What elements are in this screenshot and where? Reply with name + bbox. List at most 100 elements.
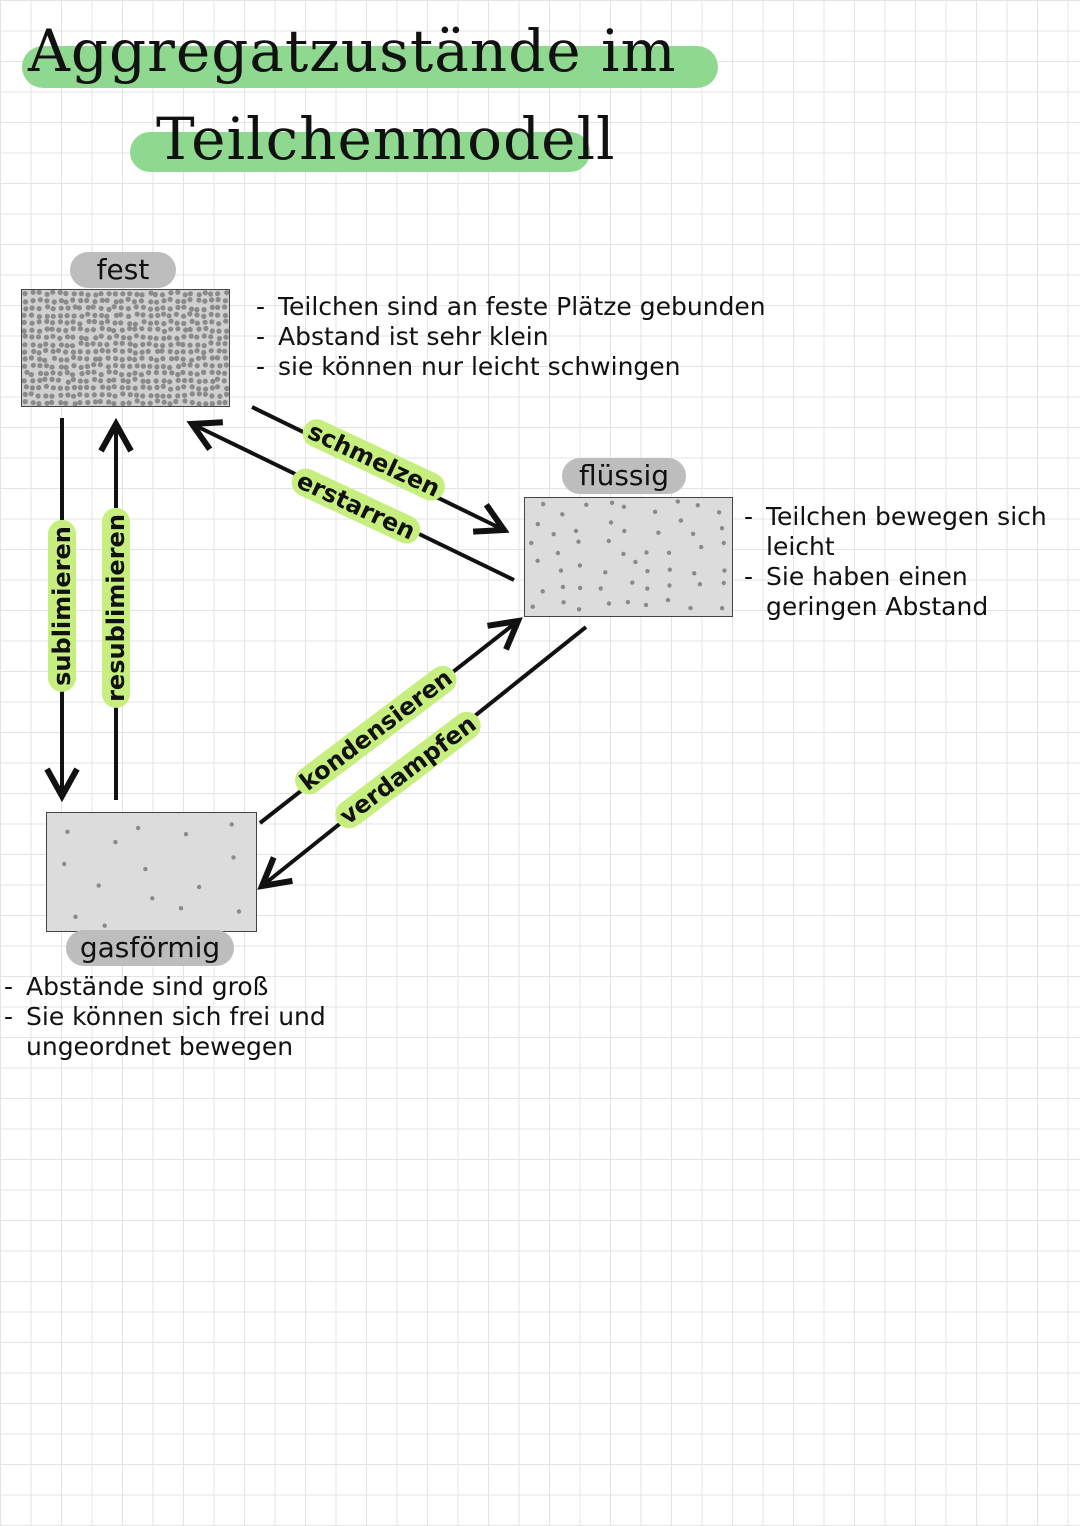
particle (174, 335, 180, 341)
particle (37, 377, 43, 383)
note-item: -Sie können sich frei und ungeordnet bew… (4, 1002, 326, 1061)
particle (196, 292, 202, 298)
particle (99, 347, 105, 354)
particle (70, 326, 76, 332)
particle (99, 297, 105, 303)
process-label-sublimieren: sublimieren (48, 520, 76, 692)
particle (140, 384, 146, 390)
particle (203, 386, 209, 392)
particle (126, 400, 132, 406)
particle (643, 602, 649, 608)
particle (118, 312, 124, 318)
particle (584, 502, 589, 507)
particle (540, 589, 545, 594)
particle (93, 348, 99, 355)
particle (215, 312, 221, 318)
particle (145, 378, 151, 384)
particle (126, 372, 132, 378)
particle (215, 341, 221, 347)
particle (71, 363, 77, 369)
particle (692, 571, 697, 576)
particle (127, 291, 133, 297)
particle (644, 550, 649, 555)
particle (187, 297, 193, 303)
particle (133, 304, 139, 310)
particle (98, 372, 104, 378)
note-item: -Teilchen bewegen sich leicht (744, 502, 1047, 561)
particle-box-fluessig (524, 497, 733, 617)
particle (609, 500, 615, 505)
particle (167, 296, 173, 303)
particle (147, 326, 153, 332)
particle (22, 328, 27, 334)
particle (43, 383, 49, 389)
particle (167, 401, 173, 406)
particle (145, 348, 151, 354)
state-label-fluessig: flüssig (562, 458, 686, 494)
particle (150, 896, 155, 901)
particle (45, 304, 51, 310)
particle (167, 306, 173, 312)
particle (69, 343, 76, 349)
particle (189, 318, 195, 324)
particle (22, 356, 28, 362)
particle (209, 319, 215, 325)
particle (112, 362, 119, 369)
particle (189, 391, 195, 397)
particle (104, 297, 110, 303)
particle (22, 333, 28, 339)
particle (196, 884, 202, 890)
particle (85, 369, 91, 376)
particle (603, 570, 608, 575)
particle (138, 372, 144, 378)
particle (111, 304, 117, 310)
particle (131, 299, 137, 305)
particle (84, 392, 90, 398)
particle (29, 327, 35, 333)
particle (63, 299, 69, 305)
particle (161, 335, 167, 341)
particle (139, 326, 145, 332)
particle (196, 326, 202, 332)
particle (194, 312, 200, 318)
particle (84, 341, 90, 347)
particle (175, 326, 181, 332)
particle (633, 559, 638, 565)
particle (111, 384, 117, 390)
particle (119, 327, 125, 333)
particle (201, 369, 207, 375)
particle (166, 393, 172, 399)
particle (106, 335, 113, 341)
particle (90, 304, 96, 310)
particle (630, 580, 635, 585)
particle (29, 320, 35, 326)
particle (208, 340, 214, 346)
particle (209, 363, 215, 369)
particle (222, 348, 228, 354)
particle (119, 385, 125, 391)
particle (188, 333, 194, 339)
particle (58, 392, 64, 398)
particle (667, 583, 672, 588)
particle (208, 291, 214, 297)
notes-fest: -Teilchen sind an feste Plätze gebunden … (256, 292, 916, 382)
particle (194, 334, 200, 340)
particle (194, 371, 200, 377)
particle (69, 372, 76, 378)
particle (665, 597, 671, 603)
particle (125, 378, 131, 384)
particle (57, 385, 64, 391)
particle (104, 342, 110, 348)
particle (55, 348, 62, 354)
particle (196, 378, 202, 385)
particle (169, 370, 175, 376)
note-item: -sie können nur leicht schwingen (256, 352, 681, 381)
particle (125, 385, 131, 391)
particle (189, 384, 195, 390)
particle (100, 384, 106, 390)
particle (112, 393, 118, 399)
particle (139, 355, 145, 361)
particle (201, 355, 207, 361)
particle (541, 501, 546, 507)
particle (77, 321, 83, 327)
